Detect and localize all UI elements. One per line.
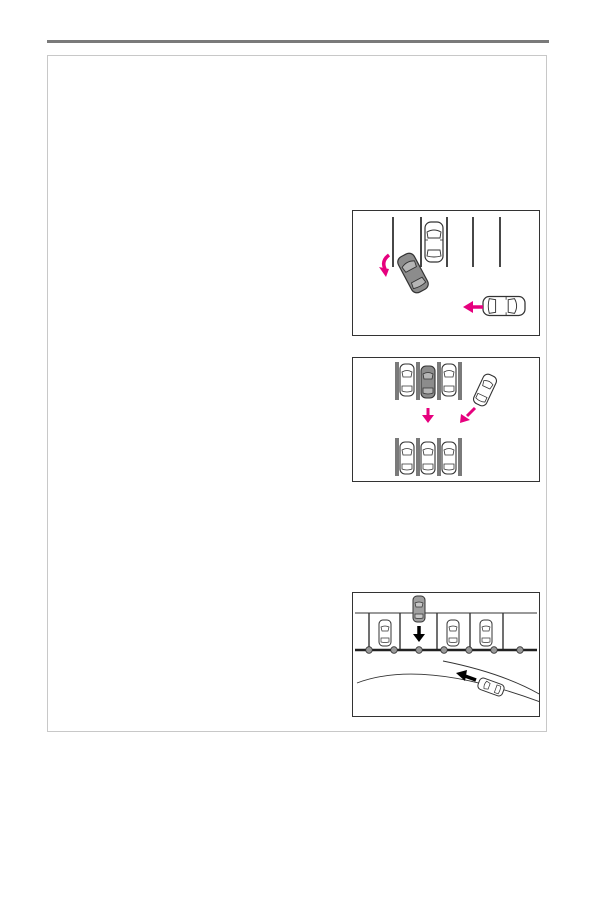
illustration-backing-out-row	[352, 357, 540, 482]
sensor-points	[365, 646, 524, 654]
content-frame	[47, 55, 547, 732]
parked-car	[441, 441, 457, 475]
approaching-car	[476, 676, 506, 698]
stall-lines-bottom	[395, 438, 462, 476]
reverse-arrow-icon	[379, 253, 391, 277]
approach-arrow-icon	[463, 301, 483, 313]
illustration-backing-out-diagonal	[352, 210, 540, 336]
road-curve	[356, 673, 539, 703]
parked-car	[479, 619, 493, 647]
parked-car	[399, 441, 415, 475]
reverse-arrow-icon	[413, 626, 425, 642]
parked-car	[446, 619, 460, 647]
approach-arrow-icon	[456, 670, 477, 682]
parked-car	[441, 363, 457, 397]
approaching-car	[471, 371, 499, 409]
road-curve	[442, 660, 539, 695]
stall-lines	[392, 217, 501, 267]
parked-car	[424, 221, 444, 263]
header-rule	[47, 40, 549, 43]
parked-car	[399, 363, 415, 397]
approaching-car	[482, 295, 526, 317]
stall-lines	[368, 613, 504, 649]
reversing-car	[420, 365, 436, 399]
stall-lines-top	[395, 362, 462, 400]
illustration-parking-lot-sensors	[352, 592, 540, 717]
reverse-arrow-icon	[422, 408, 434, 423]
approach-arrow-icon	[460, 406, 477, 423]
parked-car	[420, 441, 436, 475]
parked-car	[378, 619, 392, 647]
reversing-car	[412, 595, 426, 623]
